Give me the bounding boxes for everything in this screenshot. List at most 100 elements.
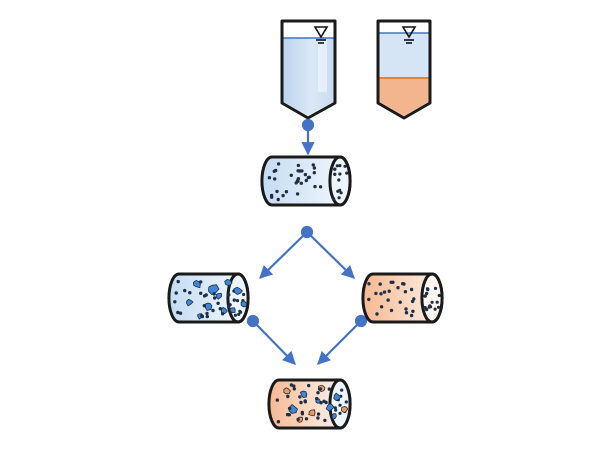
dot	[335, 164, 339, 168]
dot	[275, 398, 279, 402]
dot	[316, 412, 321, 416]
dot	[425, 287, 430, 291]
cylinder-mixed	[267, 378, 352, 430]
dot	[292, 384, 296, 388]
dot	[281, 193, 285, 198]
dot	[276, 420, 281, 424]
particle	[224, 278, 233, 286]
dot	[298, 395, 302, 399]
particle	[340, 406, 349, 414]
dot	[401, 282, 405, 286]
dot	[409, 313, 414, 318]
dot	[299, 400, 303, 405]
dot	[315, 396, 319, 401]
dot	[270, 195, 274, 199]
dot	[338, 411, 342, 415]
dot	[374, 291, 378, 296]
dot	[307, 175, 312, 179]
dot	[176, 279, 180, 284]
dot	[205, 311, 209, 316]
dot	[304, 417, 309, 421]
dot	[276, 197, 280, 202]
dot	[343, 164, 347, 168]
arrow-merge-left	[246, 314, 296, 365]
dot	[382, 290, 387, 294]
dot	[378, 282, 382, 286]
dot	[216, 301, 220, 305]
cylinder-orange-dots	[361, 272, 444, 324]
dot	[202, 304, 206, 308]
dot	[267, 176, 272, 180]
dot	[292, 387, 296, 391]
arrow-merge-right	[317, 314, 368, 365]
dot	[430, 300, 434, 304]
dot	[242, 292, 246, 297]
dot	[239, 310, 243, 314]
dot	[389, 280, 393, 284]
dot	[403, 290, 408, 294]
dot	[183, 288, 187, 293]
dot	[188, 291, 192, 295]
dot	[173, 300, 177, 304]
particle	[229, 307, 236, 314]
dot	[339, 191, 343, 195]
dot	[176, 310, 180, 315]
dot	[333, 167, 337, 171]
arrow-split	[259, 225, 355, 279]
dot	[345, 171, 349, 175]
dot	[227, 293, 231, 297]
dot	[337, 196, 341, 200]
cylinder-blue-particles	[167, 272, 250, 324]
dot	[333, 406, 337, 410]
dot	[319, 401, 323, 405]
dot	[200, 314, 205, 319]
particle	[333, 392, 342, 402]
dot	[386, 298, 390, 302]
dot	[433, 307, 437, 311]
dot	[274, 168, 278, 173]
dot	[303, 172, 308, 177]
dot	[313, 184, 317, 189]
dot	[211, 308, 215, 313]
tube-blue	[280, 19, 337, 120]
dot	[389, 308, 394, 313]
dot	[367, 282, 371, 286]
dot	[299, 181, 303, 185]
particle	[192, 279, 201, 289]
dot	[344, 400, 348, 404]
particle	[331, 413, 337, 421]
dot	[411, 309, 415, 313]
dot	[396, 286, 400, 290]
dot	[285, 412, 290, 417]
dot	[213, 296, 217, 300]
dot	[237, 312, 241, 316]
dot	[289, 173, 293, 177]
dot	[423, 305, 427, 310]
dot	[423, 294, 427, 298]
particle	[215, 292, 223, 300]
liquid-level-icon	[313, 26, 329, 44]
dot	[202, 294, 207, 298]
dot	[287, 406, 292, 411]
dot	[338, 403, 342, 407]
tube-orange	[376, 19, 432, 120]
dot	[296, 163, 301, 168]
dot	[220, 312, 225, 316]
dot	[331, 197, 336, 201]
dot	[425, 291, 429, 296]
dot	[284, 190, 289, 194]
dot	[212, 292, 216, 296]
dot	[275, 189, 279, 194]
dot	[312, 166, 317, 170]
dot	[387, 289, 391, 293]
dot	[199, 291, 203, 295]
particle	[186, 299, 194, 307]
dot	[296, 177, 301, 181]
dot	[296, 417, 300, 422]
dot	[338, 164, 342, 168]
dot	[174, 291, 178, 295]
dot	[333, 172, 337, 176]
dot	[435, 300, 439, 304]
dot	[429, 305, 433, 309]
dot	[307, 383, 311, 388]
